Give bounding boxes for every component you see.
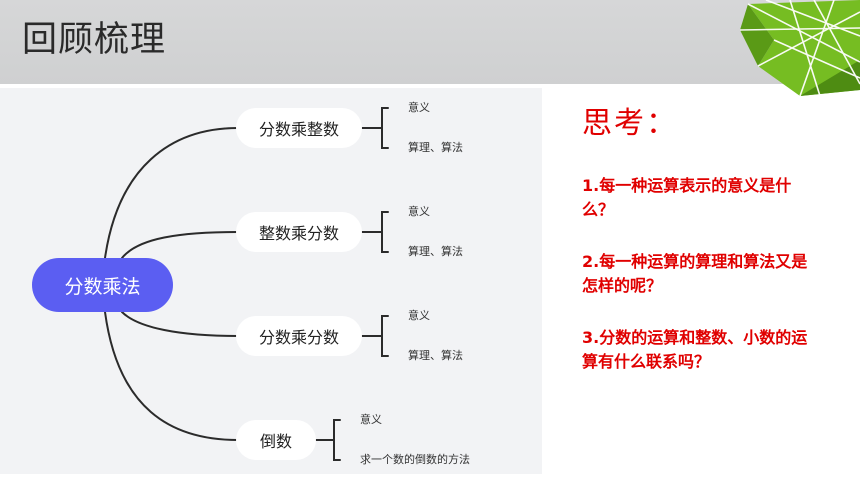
leaf-reciprocal-method: 求一个数的倒数的方法 [360, 453, 470, 466]
leaf-meaning: 意义 [408, 309, 430, 322]
leaf-principle-method: 算理、算法 [408, 349, 463, 362]
branch-node-integer-times-fraction: 整数乘分数 [236, 212, 362, 252]
green-leaf-decoration-icon [739, 0, 860, 96]
leaf-meaning: 意义 [360, 413, 382, 426]
branch-node-fraction-times-integer: 分数乘整数 [236, 108, 362, 148]
mindmap-panel: 分数乘法 分数乘整数 意义 算理、算法 整数乘分数 意义 算理、算法 分数乘分数… [0, 88, 542, 474]
leaf-principle-method: 算理、算法 [408, 245, 463, 258]
leaf-meaning: 意义 [408, 101, 430, 114]
question-1: 1.每一种运算表示的意义是什么？ [582, 176, 792, 219]
thinking-title: 思考： [582, 106, 678, 141]
question-3: 3.分数的运算和整数、小数的运算有什么联系吗？ [582, 328, 808, 371]
branch-node-fraction-times-fraction: 分数乘分数 [236, 316, 362, 356]
mindmap-root-node: 分数乘法 [32, 258, 173, 312]
question-2: 2.每一种运算的算理和算法又是怎样的呢？ [582, 252, 808, 295]
mindmap-connectors [104, 107, 389, 461]
page-title: 回顾梳理 [22, 20, 167, 60]
branch-node-reciprocal: 倒数 [236, 420, 316, 460]
leaf-principle-method: 算理、算法 [408, 141, 463, 154]
slide-header: 回顾梳理 [0, 0, 860, 96]
leaf-meaning: 意义 [408, 205, 430, 218]
